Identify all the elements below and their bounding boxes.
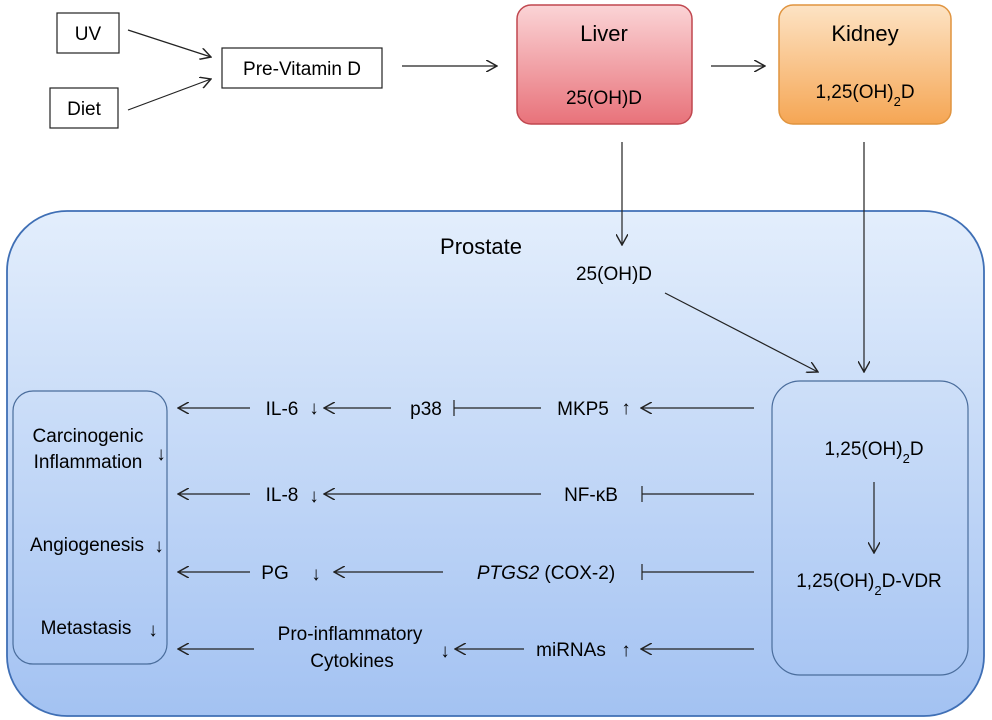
diet-label: Diet: [67, 99, 102, 120]
vitd-vdr-complex: 1,25(OH)2D-VDR: [796, 571, 942, 598]
vdr-box: 1,25(OH)2D 1,25(OH)2D-VDR: [771, 380, 969, 676]
arrow-diet-to-previtd: [127, 79, 211, 111]
mkp5-up-arrow: ↑: [621, 398, 631, 419]
outcome-carcinogenic-inflammation-arrow: ↓: [156, 444, 166, 465]
outcome-carcinogenic-inflammation-line1: Carcinogenic: [33, 426, 144, 447]
outcome-angiogenesis-arrow: ↓: [154, 536, 164, 557]
mkp5-label: MKP5: [557, 399, 609, 420]
pre-vitamin-d-box: Pre-Vitamin D: [221, 47, 383, 89]
nfkb-label: NF-κB: [564, 485, 618, 506]
p38-label: p38: [410, 399, 442, 420]
cytokines-label-line2: Cytokines: [310, 651, 393, 672]
outcome-metastasis: Metastasis: [41, 618, 132, 639]
cytokines-down-arrow: ↓: [440, 641, 450, 662]
pre-vitamin-d-label: Pre-Vitamin D: [243, 59, 361, 80]
liver-title: Liver: [580, 21, 628, 46]
il8-down-arrow: ↓: [309, 486, 319, 507]
uv-box: UV: [56, 12, 120, 54]
ptgs2-label: PTGS2 (COX-2): [477, 563, 615, 584]
diet-box: Diet: [49, 87, 119, 129]
prostate-metabolite: 25(OH)D: [576, 264, 652, 285]
active-vitamin-d: 1,25(OH)2D: [824, 439, 923, 466]
outcomes-box: Carcinogenic Inflammation ↓ Angiogenesis…: [12, 390, 168, 665]
prostate-box: [6, 210, 985, 717]
uv-label: UV: [75, 24, 102, 45]
il6-down-arrow: ↓: [309, 398, 319, 419]
kidney-title: Kidney: [831, 21, 898, 46]
outcome-metastasis-arrow: ↓: [148, 620, 158, 641]
cytokines-label-line1: Pro-inflammatory: [278, 624, 423, 645]
kidney-metabolite: 1,25(OH)2D: [815, 82, 914, 109]
arrow-uv-to-previtd: [127, 29, 211, 57]
kidney-box: Kidney 1,25(OH)2D: [778, 4, 952, 125]
mirnas-label: miRNAs: [536, 640, 606, 661]
il8-label: IL-8: [266, 485, 299, 506]
prostate-title: Prostate: [440, 234, 522, 259]
pg-label: PG: [261, 563, 288, 584]
arrow-25ohd-to-vdr-box: [664, 292, 818, 372]
mirnas-up-arrow: ↑: [621, 640, 631, 661]
pg-down-arrow: ↓: [311, 564, 321, 585]
liver-metabolite: 25(OH)D: [566, 88, 642, 109]
il6-label: IL-6: [266, 399, 299, 420]
outcome-angiogenesis: Angiogenesis: [30, 535, 144, 556]
liver-box: Liver 25(OH)D: [516, 4, 693, 125]
outcome-carcinogenic-inflammation-line2: Inflammation: [34, 452, 143, 473]
